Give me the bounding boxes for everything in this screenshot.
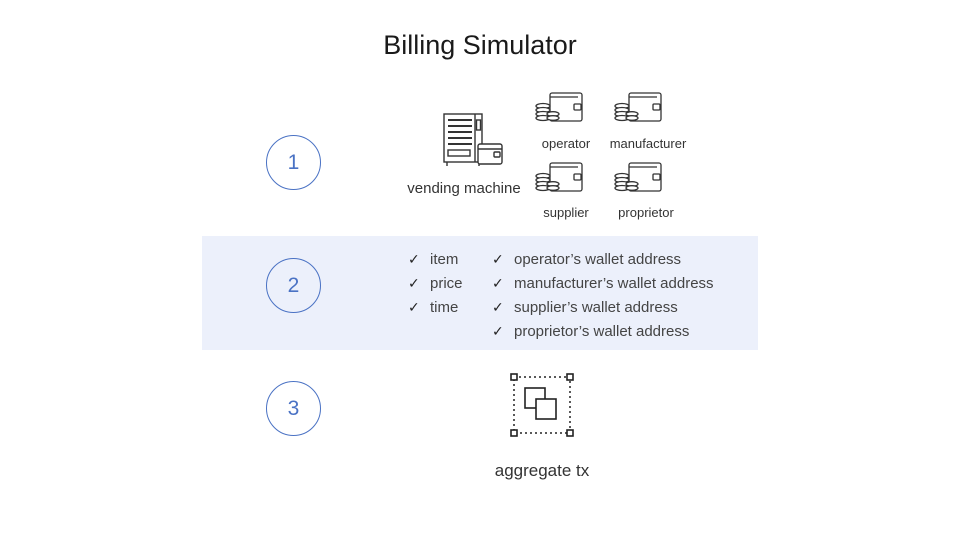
step-2-circle: 2 (266, 258, 321, 313)
check-icon: ✓ (408, 251, 420, 267)
check-item: ✓time (408, 299, 459, 316)
vending-machine-icon (443, 113, 503, 166)
check-item: ✓item (408, 251, 459, 268)
wallet-label-operator: operator (541, 136, 591, 151)
check-icon: ✓ (408, 275, 420, 291)
wallet-label-proprietor: proprietor (618, 205, 674, 220)
check-item: ✓supplier’s wallet address (492, 299, 678, 316)
vending-machine-label: vending machine (407, 180, 521, 197)
step-3-circle: 3 (266, 381, 321, 436)
page-title: Billing Simulator (383, 30, 577, 60)
aggregate-tx-label: aggregate tx (494, 461, 590, 480)
step-1-circle: 1 (266, 135, 321, 190)
check-icon: ✓ (492, 251, 504, 267)
check-icon: ✓ (492, 323, 504, 339)
check-icon: ✓ (408, 299, 420, 315)
check-item: ✓operator’s wallet address (492, 251, 682, 268)
wallet-coins-icon (614, 162, 662, 192)
check-icon: ✓ (492, 275, 504, 291)
check-item: ✓proprietor’s wallet address (492, 323, 690, 340)
wallet-label-manufacturer: manufacturer (609, 136, 687, 151)
wallet-label-supplier: supplier (543, 205, 589, 220)
check-item: ✓price (408, 275, 463, 292)
wallet-coins-icon (614, 92, 662, 122)
wallet-coins-icon (535, 162, 583, 192)
wallet-coins-icon (535, 92, 583, 122)
check-item: ✓manufacturer’s wallet address (492, 275, 714, 292)
aggregate-icon (510, 373, 574, 437)
check-icon: ✓ (492, 299, 504, 315)
